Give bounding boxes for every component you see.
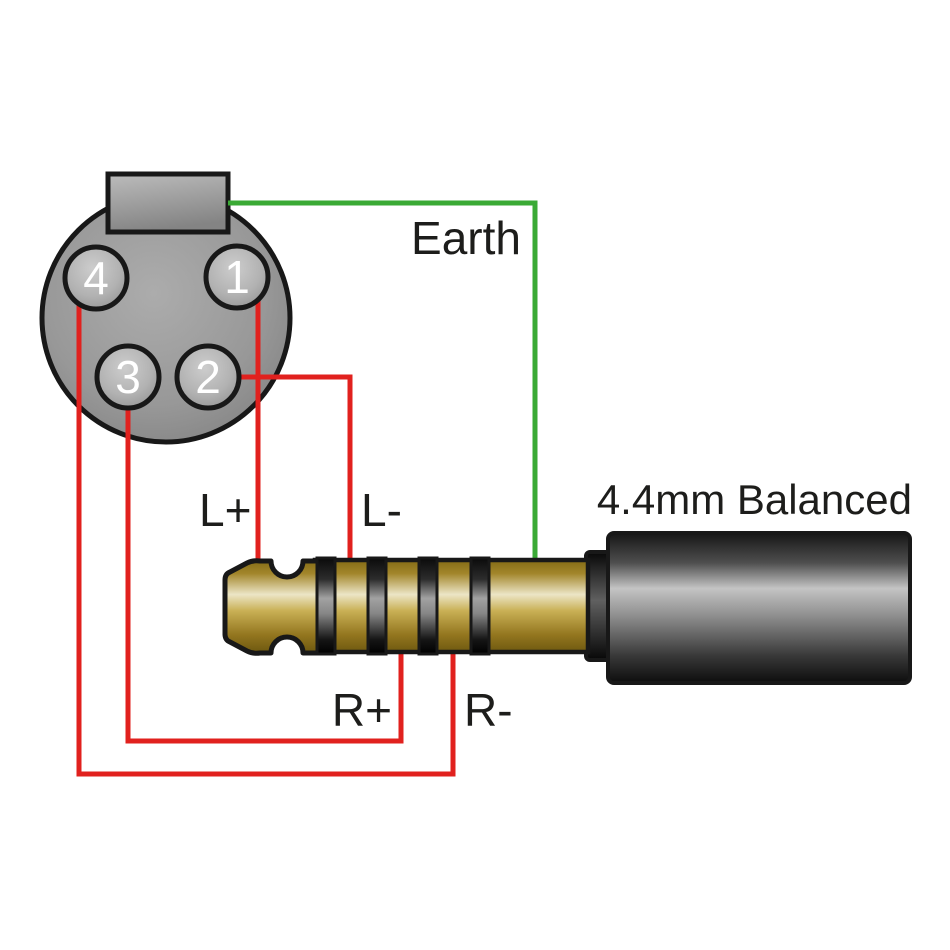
xlr-pin-3: 3 bbox=[94, 343, 162, 411]
wires bbox=[76, 200, 538, 777]
l-plus-label: L+ bbox=[199, 484, 251, 536]
xlr-pin-1: 1 bbox=[203, 243, 271, 311]
xlr-pins: 4 1 3 2 bbox=[62, 243, 271, 411]
r-plus-label: R+ bbox=[332, 684, 392, 736]
plug-tip bbox=[222, 558, 321, 656]
xlr-pin-3-circle bbox=[94, 343, 162, 411]
l-minus-label: L- bbox=[361, 484, 402, 536]
plug-shaft bbox=[312, 557, 591, 655]
r-minus-wire bbox=[76, 298, 456, 777]
xlr-pin-1-circle bbox=[203, 243, 271, 311]
plug-44mm bbox=[222, 531, 912, 685]
xlr-pin-2-label: 2 bbox=[195, 351, 221, 403]
earth-wire bbox=[228, 200, 538, 565]
xlr-pin-3-label: 3 bbox=[115, 351, 141, 403]
xlr-pin-2: 2 bbox=[174, 343, 242, 411]
plug-insulator-ring-1 bbox=[315, 556, 337, 656]
plug-insulator-ring-3 bbox=[417, 556, 439, 656]
plug-insulator-ring-4 bbox=[469, 556, 491, 656]
plug-barrel bbox=[606, 531, 912, 685]
earth-label: Earth bbox=[411, 212, 521, 264]
xlr-pin-1-label: 1 bbox=[224, 251, 250, 303]
r-plus-wire bbox=[125, 398, 404, 744]
xlr-pin-4-circle bbox=[62, 244, 130, 312]
labels: Earth L+ L- R+ R- 4.4mm Balanced bbox=[199, 212, 912, 736]
xlr-tab bbox=[105, 171, 231, 235]
xlr-pin-4-label: 4 bbox=[83, 252, 109, 304]
plug-insulator-ring-2 bbox=[366, 556, 388, 656]
plug-title: 4.4mm Balanced bbox=[597, 476, 912, 523]
xlr-pin-2-circle bbox=[174, 343, 242, 411]
xlr-pin-4: 4 bbox=[62, 244, 130, 312]
r-minus-label: R- bbox=[464, 684, 513, 736]
l-minus-wire bbox=[228, 374, 353, 566]
